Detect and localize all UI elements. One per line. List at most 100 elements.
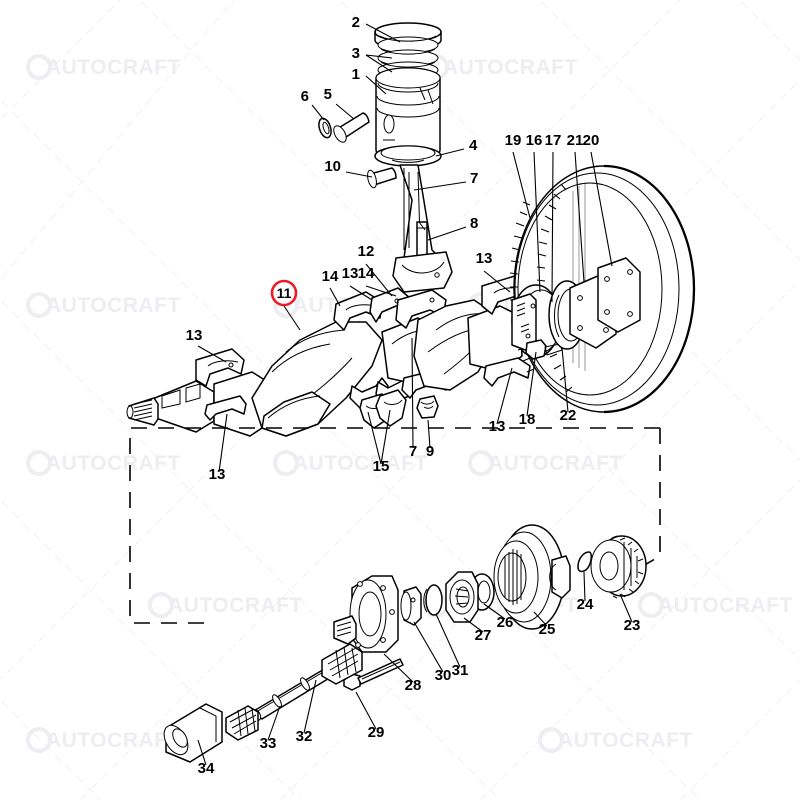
- part-callout-26: 26: [497, 614, 514, 631]
- watermark-text: AUTOCRAFT: [488, 452, 623, 475]
- watermark-text: AUTOCRAFT: [46, 56, 181, 79]
- watermark-logo-icon: [26, 450, 52, 476]
- watermark: AUTOCRAFT: [273, 450, 428, 476]
- spacer-30: [400, 586, 422, 626]
- highlighted-part-callout[interactable]: 11: [270, 279, 298, 307]
- part-callout-8: 8: [470, 215, 478, 232]
- watermark-logo-icon: [468, 450, 494, 476]
- part-callout-25: 25: [539, 621, 556, 638]
- watermark-logo-icon: [638, 592, 664, 618]
- dowel-key-9: [416, 395, 439, 419]
- hub-flange-28: [333, 575, 399, 653]
- highlight-part-number: 11: [277, 285, 292, 301]
- part-callout-31: 31: [452, 662, 469, 679]
- part-callout-16: 16: [526, 132, 543, 149]
- part-callout-14: 14: [322, 268, 339, 285]
- part-callout-33: 33: [260, 735, 277, 752]
- watermark-text: AUTOCRAFT: [46, 294, 181, 317]
- part-callout-17: 17: [545, 132, 562, 149]
- flywheel-mounting-plates: [569, 257, 641, 349]
- crankshaft-nose: [126, 380, 215, 433]
- bushing-10: [367, 167, 397, 189]
- main-journal-left: [195, 348, 269, 437]
- watermark-logo-icon: [26, 292, 52, 318]
- crank-nut-27: [445, 571, 479, 623]
- part-callout-27: 27: [475, 627, 492, 644]
- part-callout-24: 24: [577, 596, 594, 613]
- retaining-ring-4: [374, 145, 442, 167]
- lower-subassembly: [163, 524, 647, 763]
- watermark-text: AUTOCRAFT: [46, 452, 181, 475]
- watermark: AUTOCRAFT: [538, 727, 693, 753]
- highlight-circle: [270, 279, 298, 307]
- watermark-text: AUTOCRAFT: [293, 452, 428, 475]
- watermark-text: AUTOCRAFT: [168, 594, 303, 617]
- watermark: AUTOCRAFT: [468, 450, 623, 476]
- watermark-logo-icon: [273, 450, 299, 476]
- watermark: AUTOCRAFT: [26, 54, 181, 80]
- watermark-logo-icon: [148, 592, 174, 618]
- watermark: AUTOCRAFT: [423, 54, 578, 80]
- part-callout-32: 32: [296, 728, 313, 745]
- watermark-text: AUTOCRAFT: [558, 729, 693, 752]
- watermark: AUTOCRAFT: [26, 727, 181, 753]
- part-callout-13: 13: [342, 265, 359, 282]
- piston-body: [375, 67, 441, 162]
- part-callout-1: 1: [352, 66, 360, 83]
- part-callout-23: 23: [624, 617, 641, 634]
- part-callout-18: 18: [519, 411, 536, 428]
- woodruff-key-24: [577, 551, 592, 573]
- watermark-logo-icon: [26, 727, 52, 753]
- crankshaft-assembly: [126, 274, 533, 437]
- part-callout-22: 22: [560, 407, 577, 424]
- part-callout-30: 30: [435, 667, 452, 684]
- circlip-6: [318, 117, 332, 139]
- part-callout-14: 14: [358, 265, 375, 282]
- drive-shaft-32: [225, 643, 363, 741]
- crank-throw-11: [251, 321, 383, 437]
- part-callout-5: 5: [324, 86, 332, 103]
- part-callout-7: 7: [470, 170, 478, 187]
- part-callout-19: 19: [505, 132, 522, 149]
- sub-assembly-frame: [129, 427, 660, 624]
- part-callout-34: 34: [198, 760, 215, 777]
- watermark-logo-icon: [538, 727, 564, 753]
- leader-lines: [197, 23, 633, 766]
- rod-bearing-cap: [392, 251, 453, 293]
- flywheel-assembly: [509, 164, 696, 414]
- part-callout-28: 28: [405, 677, 422, 694]
- damper-pulley-25: [493, 524, 571, 630]
- part-callout-13: 13: [186, 327, 203, 344]
- part-callout-2: 2: [352, 14, 360, 31]
- part-callout-13: 13: [489, 418, 506, 435]
- rear-main-journal: [467, 274, 533, 387]
- part-callout-3: 3: [352, 45, 360, 62]
- part-callout-15: 15: [373, 458, 390, 475]
- timing-gear-23: [590, 535, 647, 599]
- wrist-pin-5: [333, 112, 370, 143]
- part-callout-20: 20: [583, 132, 600, 149]
- part-callout-6: 6: [301, 88, 309, 105]
- watermark-text: AUTOCRAFT: [658, 594, 793, 617]
- part-callout-13: 13: [476, 250, 493, 267]
- watermark-text: AUTOCRAFT: [46, 729, 181, 752]
- watermark-text: AUTOCRAFT: [443, 56, 578, 79]
- watermark: AUTOCRAFT: [26, 292, 181, 318]
- watermark: AUTOCRAFT: [148, 592, 303, 618]
- part-callout-9: 9: [426, 443, 434, 460]
- part-callout-29: 29: [368, 724, 385, 741]
- part-callout-12: 12: [358, 243, 375, 260]
- watermark: AUTOCRAFT: [26, 450, 181, 476]
- part-callout-10: 10: [324, 158, 341, 175]
- thrust-washers-15: [359, 389, 407, 429]
- part-callout-7: 7: [409, 443, 417, 460]
- watermark: AUTOCRAFT: [638, 592, 793, 618]
- piston-assembly: [318, 22, 453, 293]
- watermark-logo-icon: [26, 54, 52, 80]
- coupling-yoke-34: [163, 703, 223, 763]
- part-callout-13: 13: [209, 466, 226, 483]
- crankshaft-flange-18: [511, 284, 563, 360]
